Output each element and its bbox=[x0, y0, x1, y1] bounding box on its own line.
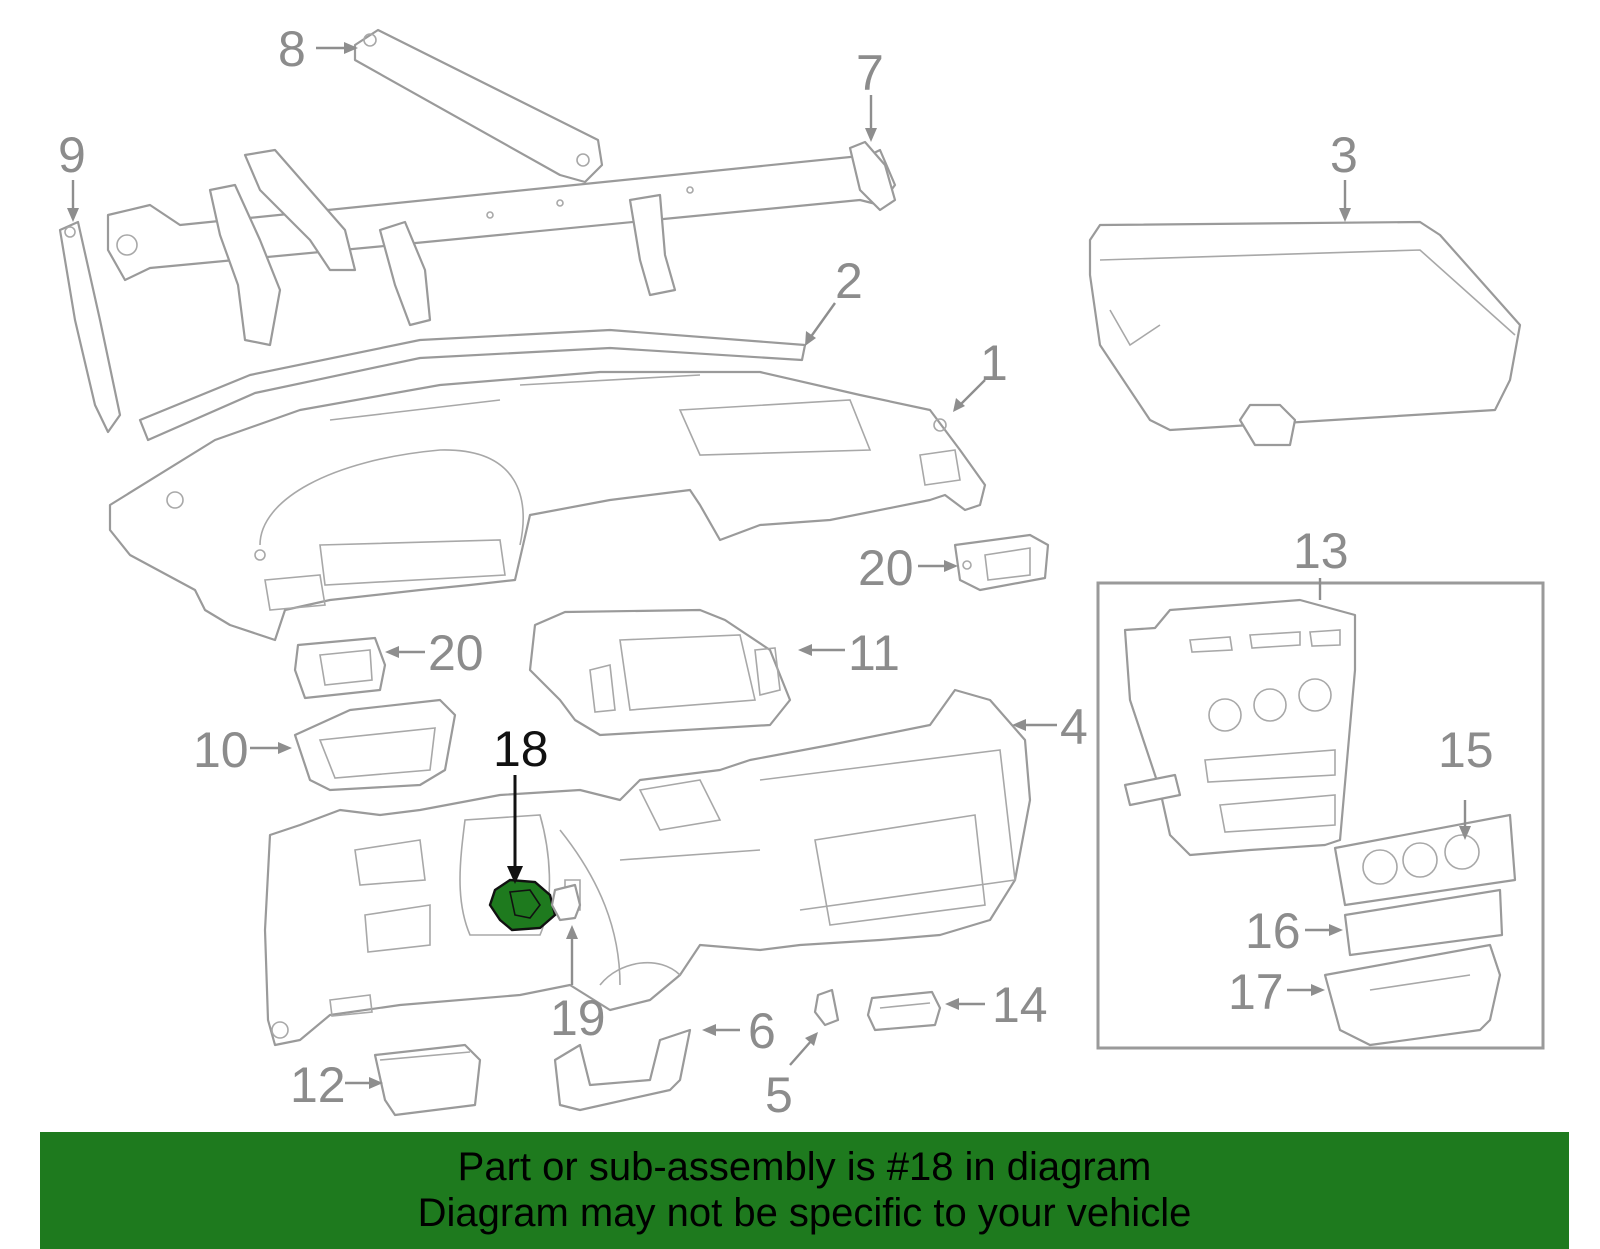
part-12-lower-box bbox=[373, 1043, 482, 1117]
callout-2: 2 bbox=[835, 253, 863, 309]
callout-20-left: 20 bbox=[428, 625, 484, 681]
callout-7: 7 bbox=[856, 45, 884, 101]
part-20-left-vent bbox=[293, 636, 387, 700]
part-4-lower-panel bbox=[263, 688, 1032, 1047]
callout-3: 3 bbox=[1330, 127, 1358, 183]
leaders bbox=[67, 42, 1471, 1089]
part-5-clip bbox=[813, 988, 840, 1027]
callout-16: 16 bbox=[1245, 903, 1301, 959]
part-18-highlighted bbox=[488, 878, 557, 932]
info-banner: Part or sub-assembly is #18 in diagram D… bbox=[40, 1132, 1569, 1249]
callout-13: 13 bbox=[1293, 523, 1349, 579]
part-20-right-vent bbox=[953, 533, 1050, 592]
callout-14: 14 bbox=[992, 977, 1048, 1033]
part-6-lower-bracket bbox=[553, 1028, 692, 1112]
callout-18-highlighted: 18 bbox=[493, 721, 549, 777]
callout-12: 12 bbox=[290, 1057, 346, 1113]
part-15-control-panel bbox=[1333, 813, 1517, 907]
callout-20-right: 20 bbox=[858, 540, 914, 596]
part-1-instrument-panel bbox=[108, 370, 987, 642]
callout-6: 6 bbox=[748, 1003, 776, 1059]
part-8-brace bbox=[353, 28, 604, 184]
part-19-bracket bbox=[550, 883, 582, 922]
callout-15: 15 bbox=[1438, 722, 1494, 778]
callout-1: 1 bbox=[980, 335, 1008, 391]
callout-4: 4 bbox=[1060, 699, 1088, 755]
part-16-panel bbox=[1343, 888, 1504, 957]
part-2-defroster-strip bbox=[138, 328, 807, 442]
banner-line-1: Part or sub-assembly is #18 in diagram bbox=[457, 1145, 1152, 1189]
part-17-pocket bbox=[1323, 943, 1502, 1047]
part-10-cluster-hood bbox=[293, 698, 457, 792]
part-7-reinforcement-beam bbox=[106, 140, 897, 347]
part-13-center-bezel bbox=[1123, 598, 1357, 857]
callout-8: 8 bbox=[278, 21, 306, 77]
part-14-small-vent bbox=[866, 990, 942, 1032]
callout-11: 11 bbox=[848, 625, 900, 681]
callout-10: 10 bbox=[193, 722, 249, 778]
callout-19: 19 bbox=[550, 990, 606, 1046]
callouts: 8 7 9 3 2 1 20 20 11 10 4 13 15 16 17 19… bbox=[58, 21, 1494, 1123]
callout-17: 17 bbox=[1228, 964, 1284, 1020]
banner-line-2: Diagram may not be specific to your vehi… bbox=[417, 1191, 1192, 1235]
part-9-side-bracket bbox=[58, 220, 122, 434]
callout-5: 5 bbox=[765, 1067, 793, 1123]
part-11-cluster-finish-panel bbox=[528, 608, 792, 737]
part-3-airbag-module bbox=[1088, 220, 1522, 447]
callout-9: 9 bbox=[58, 127, 86, 183]
